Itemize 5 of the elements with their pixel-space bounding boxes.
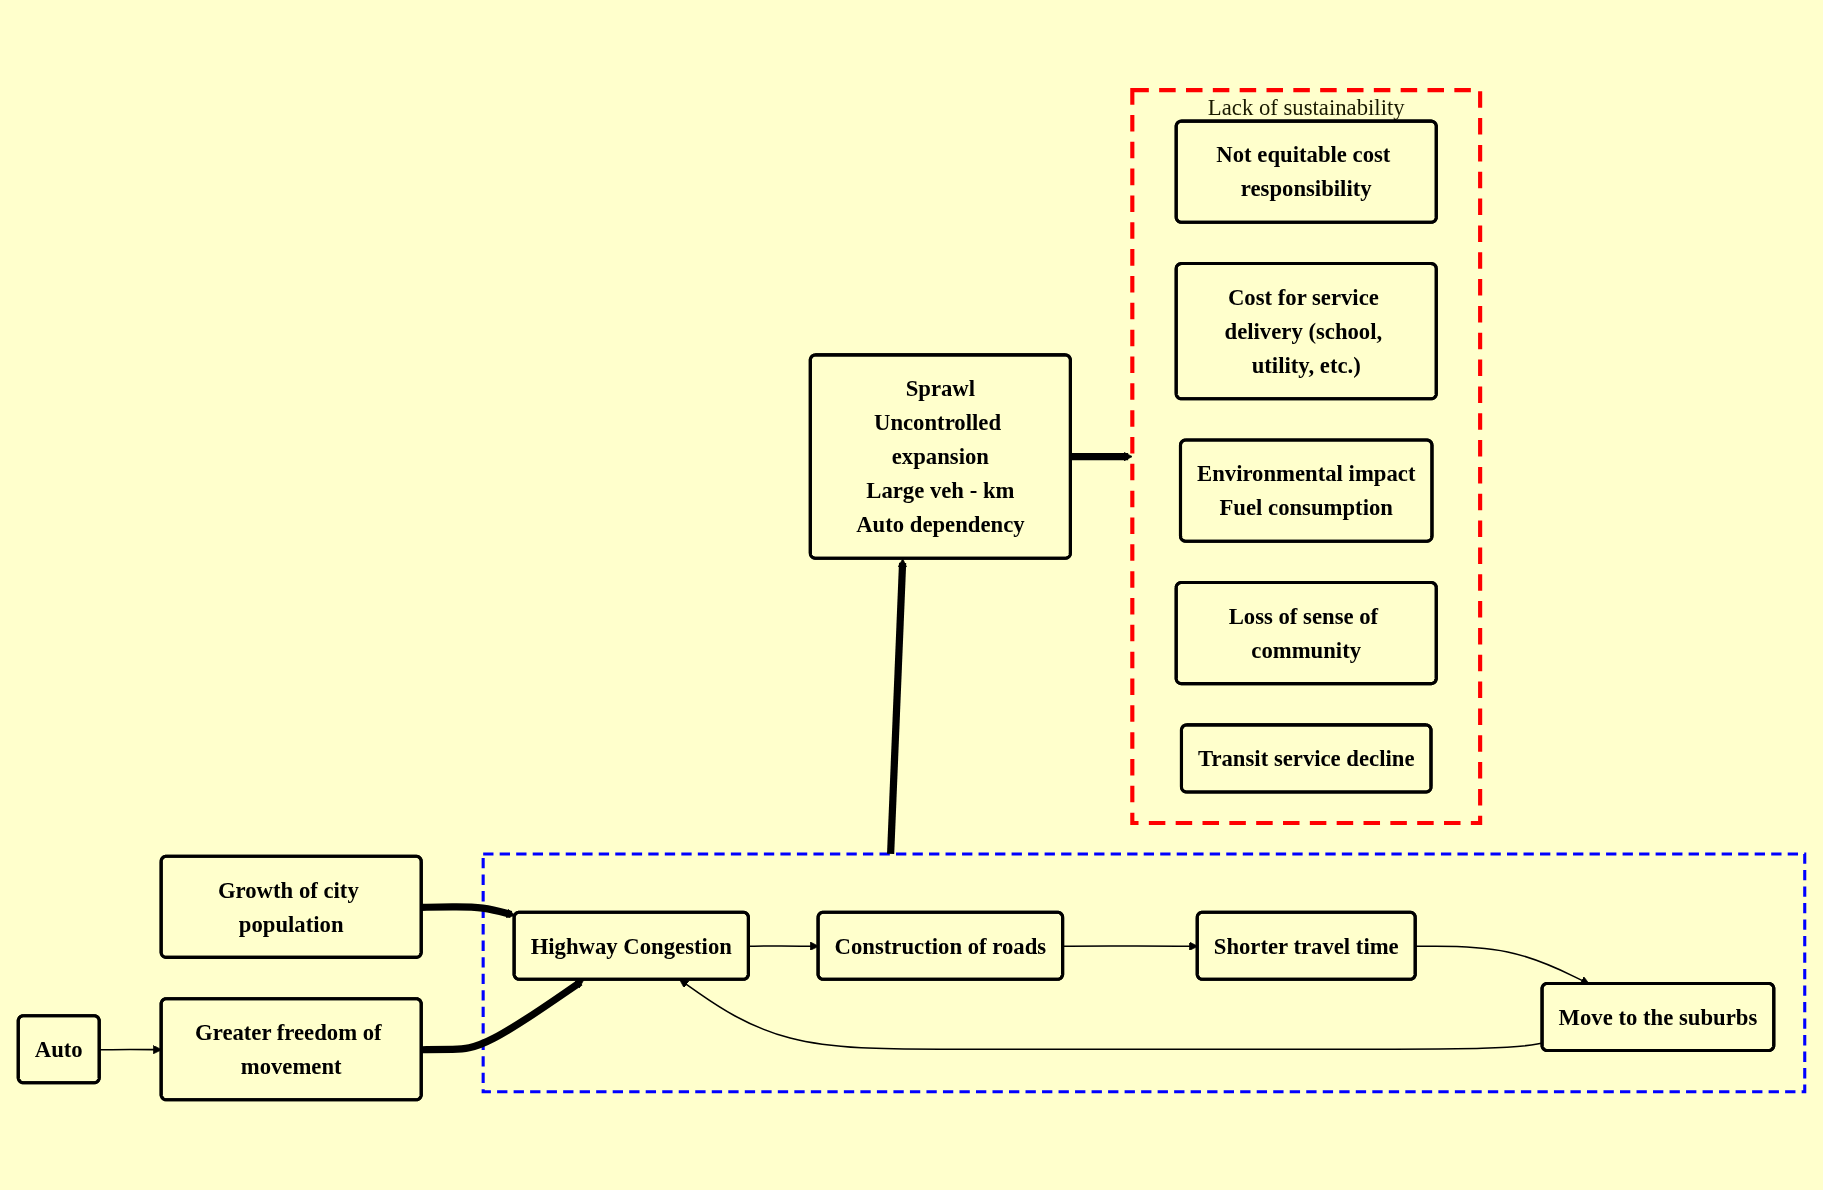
arrow: [421, 903, 516, 918]
arrow: [1070, 452, 1133, 462]
arrow: [421, 979, 585, 1054]
arrow: [887, 558, 907, 855]
cluster: [481, 852, 1807, 1094]
